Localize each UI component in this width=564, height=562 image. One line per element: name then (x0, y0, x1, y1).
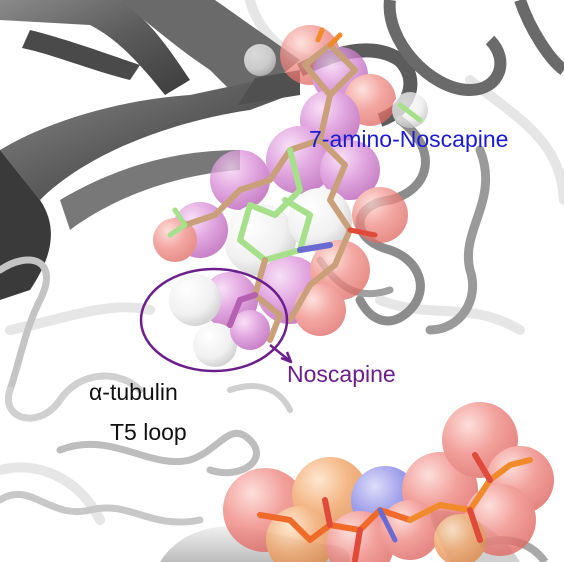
gtp-spheres (223, 402, 554, 562)
t5-loop-ribbons (0, 256, 293, 526)
ligand-sticks (167, 27, 423, 343)
noscapine-highlight (139, 267, 293, 373)
noscapine-label: Noscapine (287, 361, 396, 387)
seven-amino-noscapine-label: 7-amino-Noscapine (309, 126, 509, 152)
alpha-tubulin-label: α-tubulin (89, 379, 178, 405)
beta-sheet-dark (0, 0, 564, 300)
t5-loop-label: T5 loop (110, 419, 187, 445)
gtp-sticks (257, 452, 533, 562)
